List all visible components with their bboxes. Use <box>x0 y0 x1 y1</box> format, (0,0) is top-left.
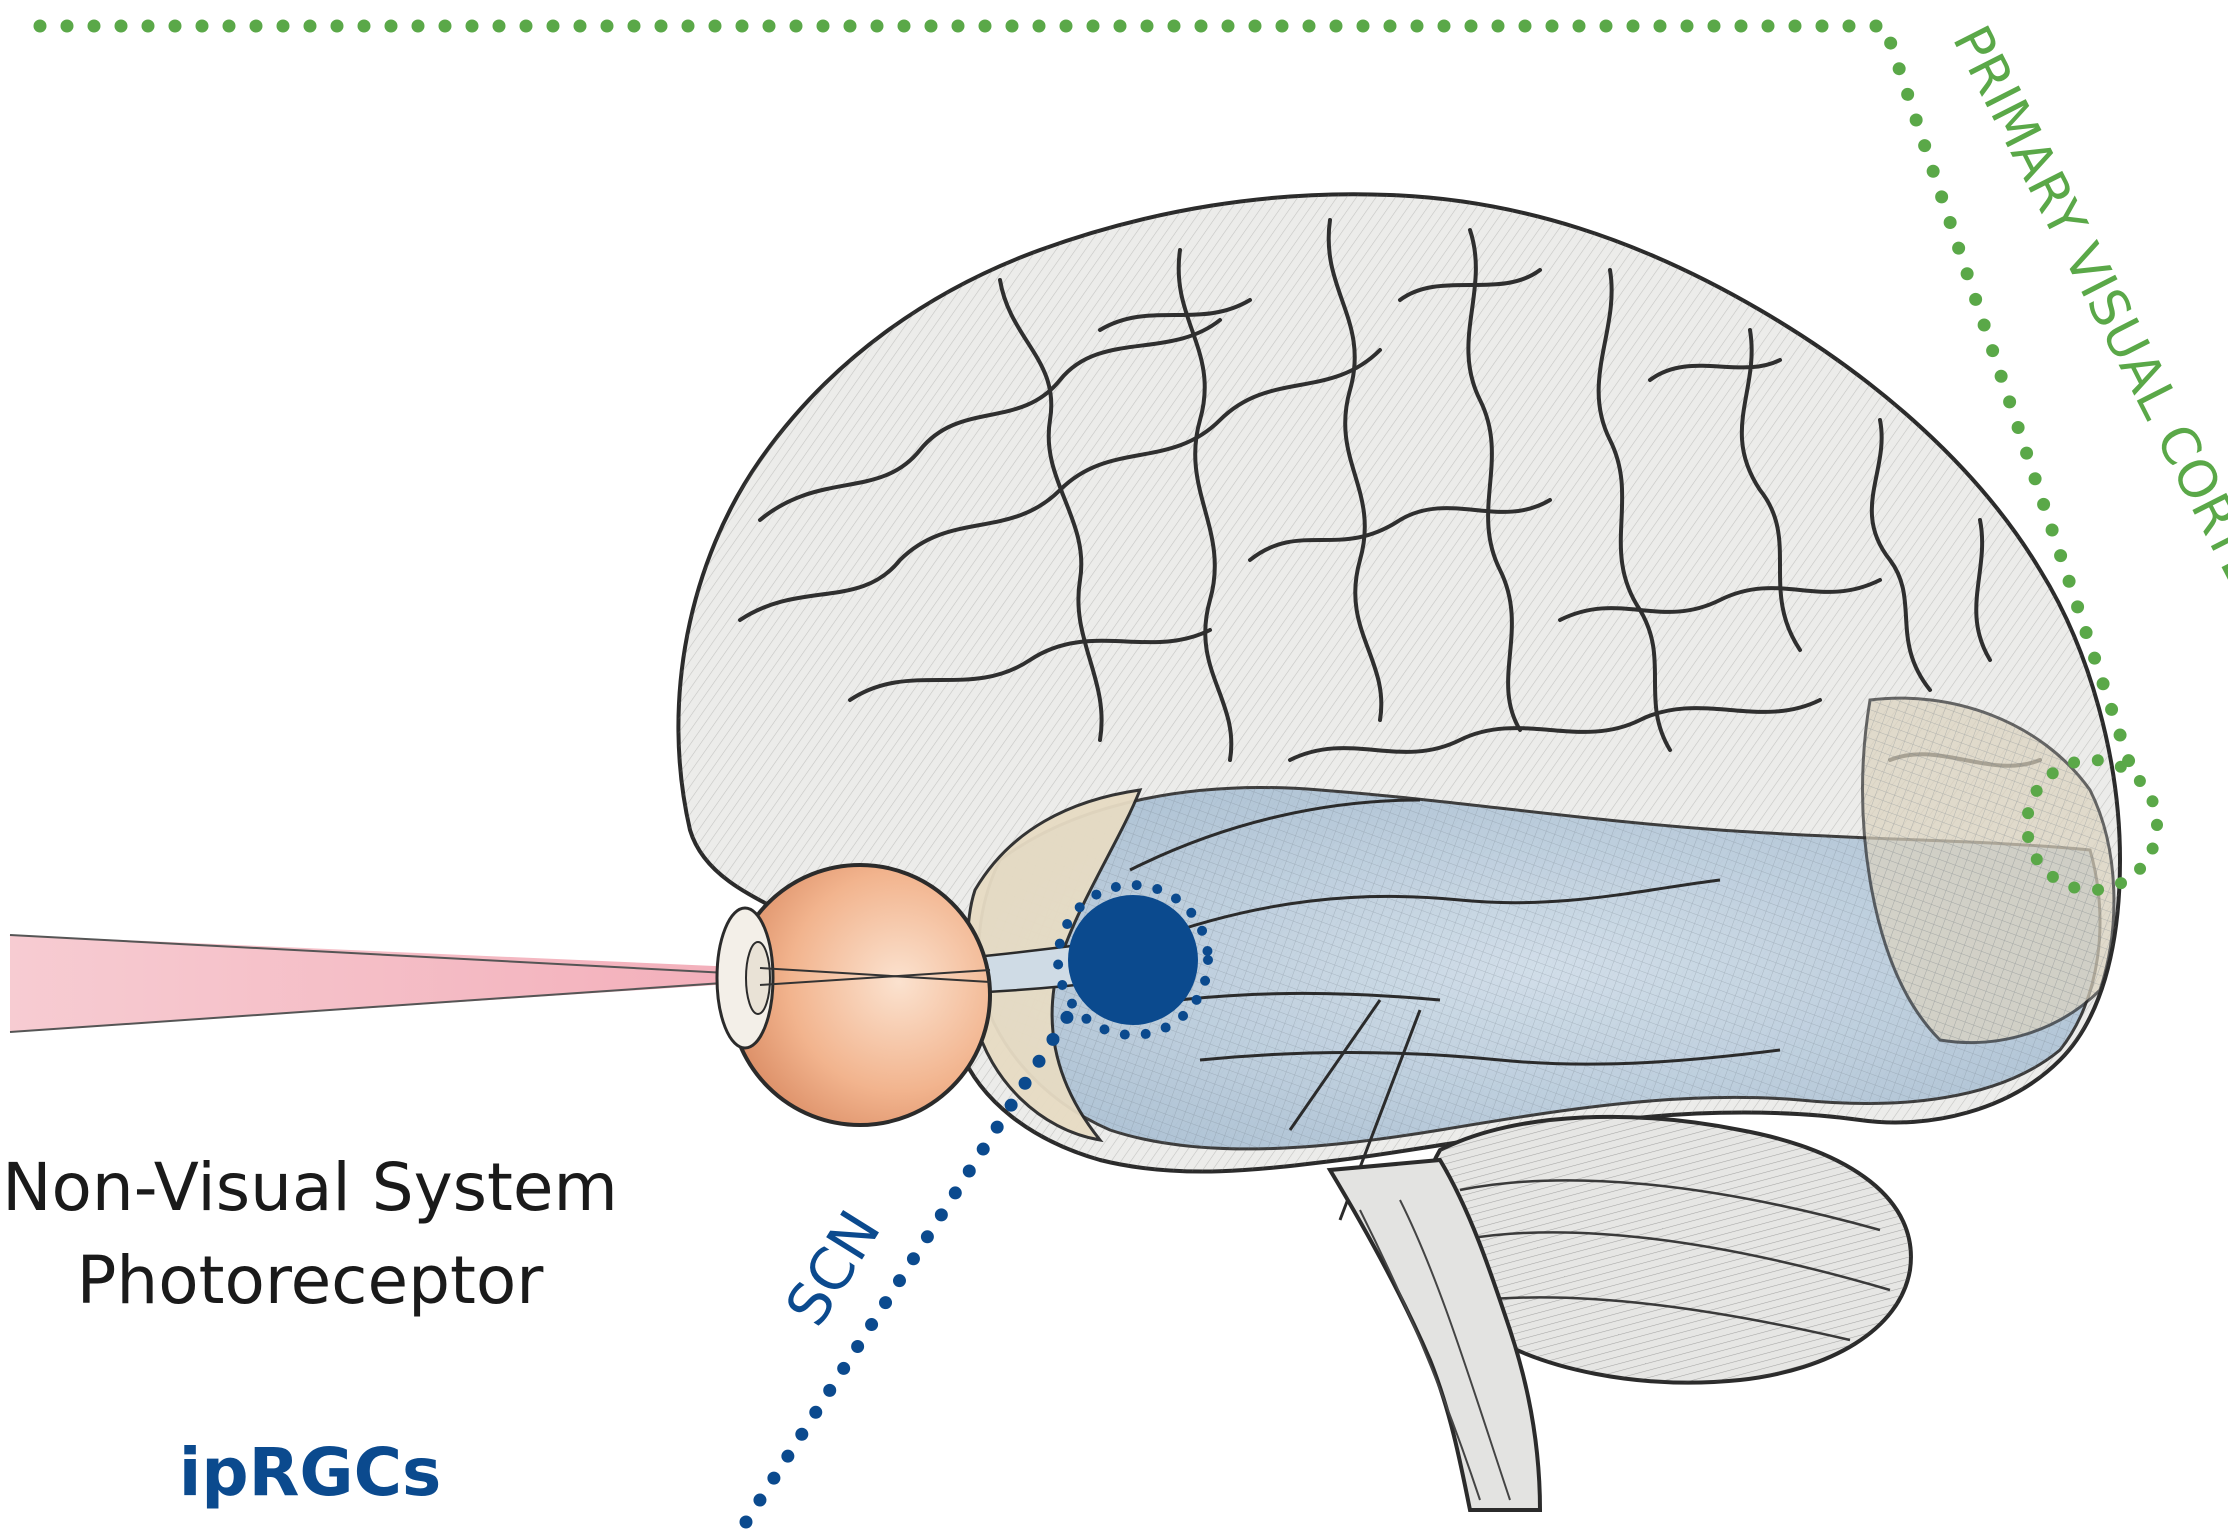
iprgcs-label: ipRGCs <box>179 1434 442 1511</box>
eye-illustration <box>717 865 990 1125</box>
scn-marker <box>1068 895 1198 1025</box>
brain-illustration <box>678 194 2120 1510</box>
non-visual-system-label: Non-Visual System <box>2 1149 618 1226</box>
photoreceptor-label: Photoreceptor <box>77 1242 545 1319</box>
scn-label: SCN <box>772 1199 894 1337</box>
